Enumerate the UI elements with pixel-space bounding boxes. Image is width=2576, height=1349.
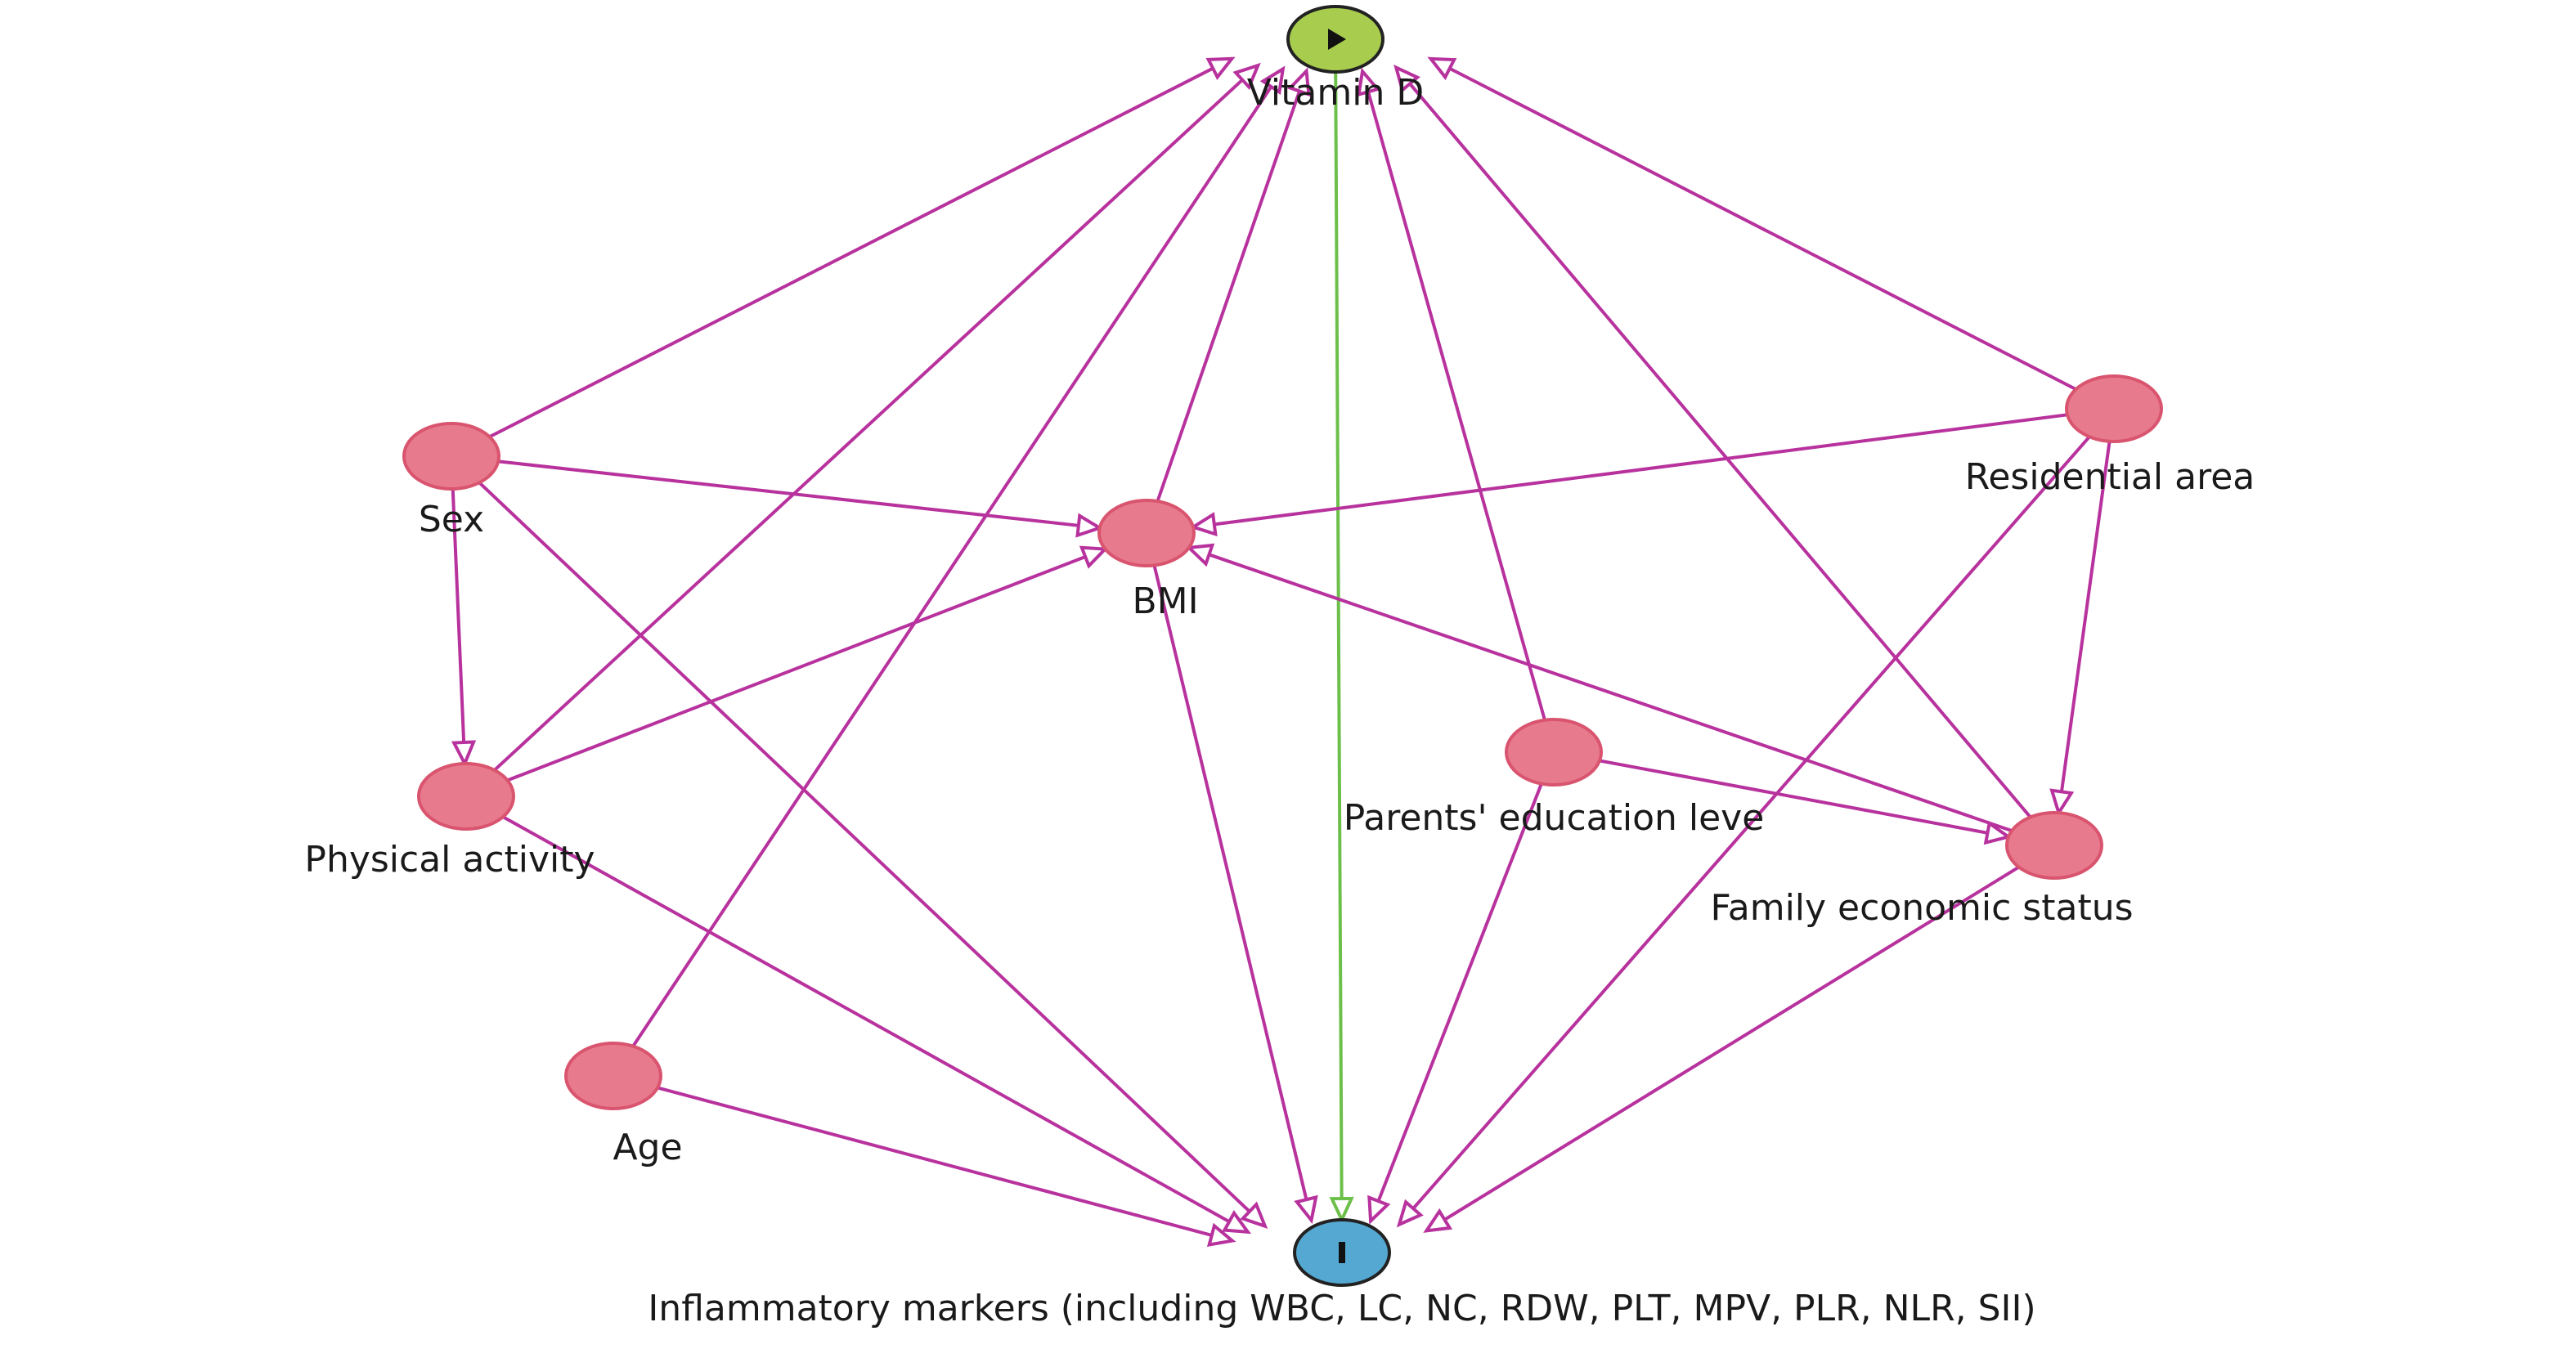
node-parents-edu[interactable] [1505,718,1603,787]
edge-sex-to-physical [451,488,477,768]
edge-sex-to-bmi [498,459,1104,538]
arrowhead-icon [1393,64,1420,93]
edge-line [1408,83,2032,818]
edge-residential-to-family_econ [2049,441,2112,817]
edge-parents_edu-to-family_econ [1599,759,2013,845]
covariate-node-shape[interactable] [1097,499,1196,567]
edge-line [1334,71,1344,1199]
edge-family_econ-to-inflammatory [1423,865,2020,1233]
node-label-family-econ: Family economic status [1710,887,2133,929]
edge-line [1208,553,2013,833]
node-label-vitamin-d: Vitamin D [1247,72,1424,114]
edge-line [657,1086,1213,1237]
arrowhead-icon [1294,1194,1318,1225]
arrowhead-icon [1206,1222,1236,1247]
node-physical[interactable] [417,762,515,831]
covariate-node-shape[interactable] [2005,811,2103,880]
edge-line [1443,865,2020,1221]
edge-line [1152,564,1308,1200]
edge-line [451,488,466,743]
edge-family_econ-to-bmi [1185,543,2013,833]
covariate-node-shape[interactable] [417,762,515,831]
edge-line [1448,66,2077,391]
arrowhead-icon [1423,1208,1453,1233]
arrowhead-icon [1185,543,1215,567]
node-label-physical: Physical activity [304,839,595,881]
node-family-econ[interactable] [2005,811,2103,880]
edge-line [631,85,1273,1047]
node-sex[interactable] [402,422,500,491]
edge-age-to-inflammatory [657,1086,1236,1247]
arrowhead-icon [1396,1199,1424,1228]
edge-line [493,78,1244,772]
covariate-node-shape[interactable] [402,422,500,491]
edges-layer [451,56,2112,1247]
covariate-node-shape[interactable] [2065,374,2163,443]
arrowhead-icon [1079,545,1109,569]
node-inflammatory[interactable] [1293,1218,1391,1287]
labels-layer: Vitamin D Inflammatory markers (including… [304,72,2255,1329]
edge-physical-to-bmi [506,545,1109,782]
edge-line [1214,413,2068,527]
covariate-node-shape[interactable] [564,1042,662,1110]
edge-line [1367,91,1546,721]
node-age[interactable] [564,1042,662,1110]
arrowhead-icon [1205,56,1236,80]
edge-line [2059,441,2112,792]
edge-residential-to-inflammatory [1396,435,2091,1228]
edge-physical-to-vitamin_d [493,62,1261,772]
edge-line [502,815,1231,1223]
outcome-bar-icon [1339,1242,1345,1263]
node-label-parents-edu: Parents' education leve [1344,797,1765,839]
edge-line [498,459,1079,527]
edge-line [506,555,1086,782]
arrowhead-icon [1287,67,1311,97]
arrowhead-icon [1329,1196,1354,1224]
edge-line [478,481,1251,1213]
arrowhead-icon [1357,67,1381,97]
arrowhead-icon [1075,513,1104,538]
edge-parents_edu-to-inflammatory [1367,782,1543,1225]
edge-line [1156,90,1301,502]
covariate-node-shape[interactable] [1505,718,1603,787]
node-vitamin-d[interactable] [1286,5,1384,74]
arrowhead-icon [1222,1210,1252,1235]
node-label-age: Age [613,1127,682,1168]
arrowhead-icon [1189,512,1218,537]
arrowhead-icon [451,740,477,768]
edge-age-to-vitamin_d [631,65,1286,1047]
edge-bmi-to-vitamin_d [1156,67,1311,502]
edge-physical-to-inflammatory [502,815,1252,1235]
node-label-inflammatory: Inflammatory markers (including WBC, LC,… [648,1288,2035,1329]
edge-line [488,66,1214,439]
arrowhead-icon [1427,56,1457,81]
node-label-bmi: BMI [1132,580,1198,622]
edge-bmi-to-inflammatory [1152,564,1318,1225]
arrowhead-icon [1232,62,1261,91]
play-icon [1328,29,1346,50]
arrowhead-icon [1983,820,2013,845]
arrowhead-icon [2049,788,2075,817]
arrowhead-icon [1240,1201,1268,1229]
node-label-residential: Residential area [1965,456,2255,498]
edge-residential-to-bmi [1189,413,2068,537]
edge-line [1599,759,1988,835]
arrowhead-icon [1259,65,1286,96]
edge-sex-to-vitamin_d [488,56,1236,439]
edge-line [1376,782,1543,1202]
edge-parents_edu-to-vitamin_d [1357,67,1546,721]
node-bmi[interactable] [1097,499,1196,567]
edge-residential-to-vitamin_d [1427,56,2077,391]
edge-line [1411,435,2091,1210]
arrowhead-icon [1367,1194,1391,1225]
node-residential[interactable] [2065,374,2163,443]
nodes-layer [402,5,2163,1287]
edge-sex-to-inflammatory [478,481,1268,1229]
edge-vitamin_d-to-inflammatory [1329,71,1354,1224]
edge-family_econ-to-vitamin_d [1393,64,2032,818]
node-label-sex: Sex [419,499,484,540]
